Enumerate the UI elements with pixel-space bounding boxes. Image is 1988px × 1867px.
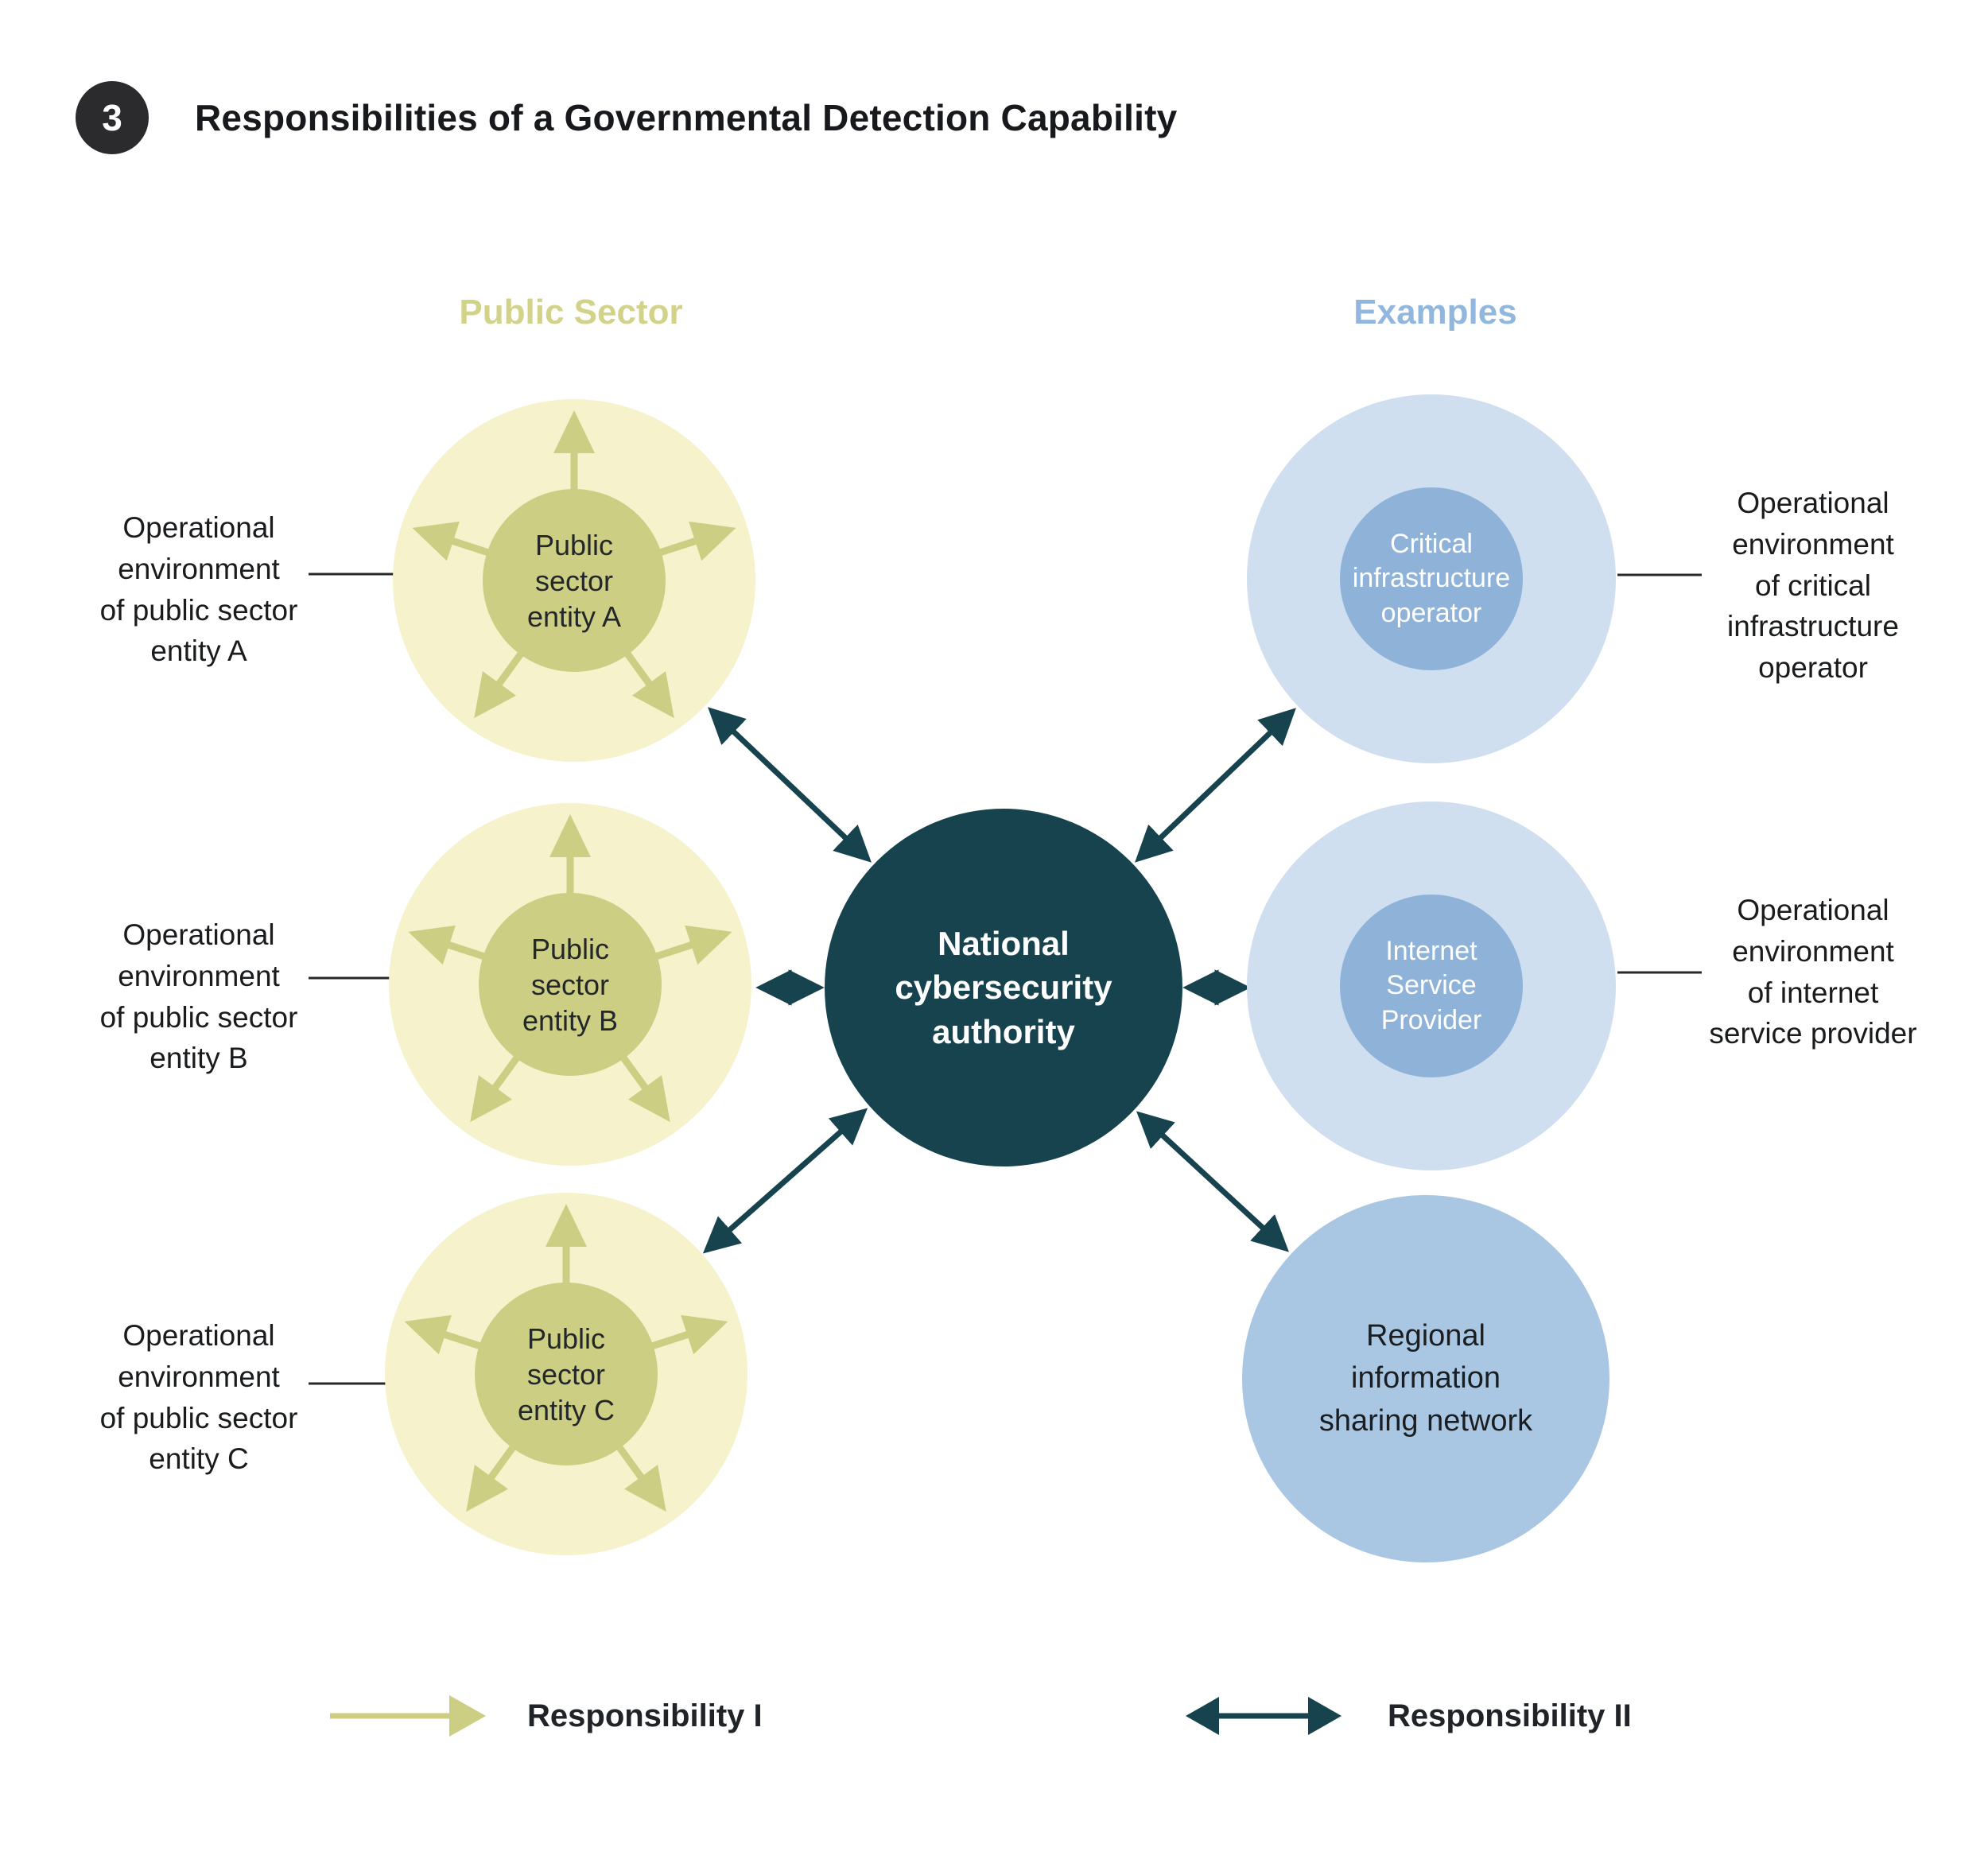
arrow-authority-regional-network (1136, 1111, 1290, 1252)
examples-header: Examples (1353, 293, 1517, 332)
public-sector-entity-a-node: Public sector entity A (483, 489, 666, 672)
figure-number-badge: 3 (76, 81, 149, 154)
national-cybersecurity-authority-node: National cybersecurity authority (825, 809, 1182, 1166)
critical-infrastructure-environment: Critical infrastructure operator (1247, 394, 1616, 763)
arrow-entity-a-authority (708, 707, 872, 863)
responsibility-ii-arrows (702, 707, 1296, 1254)
responsibility-i-arrow-icon (330, 1695, 486, 1737)
figure-title: Responsibilities of a Governmental Detec… (195, 97, 1178, 138)
env-label-entity-a: Operational environment of public sector… (99, 511, 298, 668)
env-label-entity-c: Operational environment of public sector… (99, 1319, 298, 1476)
env-label-isp: Operational environment of internet serv… (1709, 894, 1917, 1050)
legend-responsibility-i-label: Responsibility I (527, 1698, 763, 1733)
public-sector-entity-c-node: Public sector entity C (475, 1283, 658, 1465)
label-connector-lines (309, 573, 1702, 1385)
public-sector-entity-b-environment: Public sector entity B (389, 803, 751, 1166)
public-sector-entity-b-node: Public sector entity B (479, 893, 662, 1076)
figure-header: 3 Responsibilities of a Governmental Det… (76, 81, 1177, 154)
public-sector-entity-c-environment: Public sector entity C (385, 1193, 747, 1555)
regional-information-sharing-network-node: Regional information sharing network (1242, 1195, 1609, 1562)
env-label-critical-infrastructure: Operational environment of critical infr… (1727, 487, 1899, 685)
legend-responsibility-ii: Responsibility II (1184, 1692, 1632, 1740)
env-label-entity-b: Operational environment of public sector… (99, 918, 298, 1075)
critical-infrastructure-node: Critical infrastructure operator (1340, 487, 1523, 670)
arrow-authority-entity-c (702, 1108, 868, 1254)
legend-responsibility-ii-label: Responsibility II (1388, 1698, 1632, 1733)
legend-responsibility-i: Responsibility I (328, 1692, 763, 1740)
isp-node: Internet Service Provider (1340, 895, 1523, 1077)
responsibility-ii-arrow-icon (1186, 1697, 1342, 1735)
public-sector-header: Public Sector (459, 293, 683, 332)
isp-environment: Internet Service Provider (1247, 802, 1616, 1170)
public-sector-entity-a-environment: Public sector entity A (393, 399, 755, 762)
arrow-authority-critical-infrastructure (1135, 708, 1296, 863)
